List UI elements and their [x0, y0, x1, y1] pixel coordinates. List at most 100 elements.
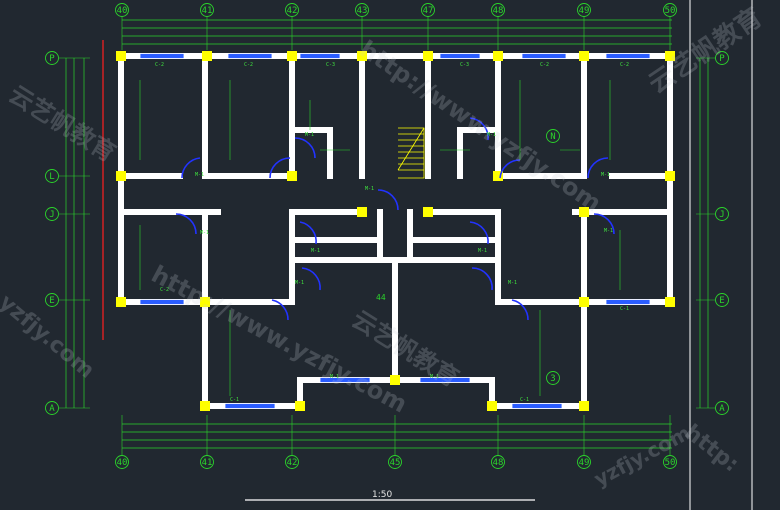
axis-bottom-49-5-label: 49 — [579, 458, 590, 468]
axis-left-P-label: P — [49, 54, 55, 64]
door-13 — [469, 117, 489, 141]
column-23 — [579, 401, 589, 411]
room-tag-0: C-2 — [155, 62, 164, 68]
room-tag-8: C-1 — [520, 397, 529, 403]
room-tag-1: C-2 — [244, 62, 253, 68]
axis-right-E-label: E — [719, 296, 724, 306]
column-18 — [665, 297, 675, 307]
axis-bottom-48-4-label: 48 — [493, 458, 504, 468]
axis-top-48-5: 48 — [491, 3, 505, 17]
door-2 — [499, 159, 521, 179]
door-3 — [587, 157, 609, 179]
room-tag-15: M-1 — [601, 172, 610, 178]
door-8 — [301, 267, 321, 291]
scale-label: 1:50 — [372, 490, 392, 500]
room-tag-11: M-1 — [430, 374, 439, 380]
door-11 — [271, 299, 289, 321]
axis-top-49-6-label: 49 — [579, 6, 590, 16]
axis-leaders — [59, 17, 715, 455]
door-4 — [175, 213, 197, 235]
room-tag-16: M-1 — [200, 230, 209, 236]
window-1 — [227, 53, 273, 59]
axis-top-40-0: 40 — [115, 3, 129, 17]
column-20 — [295, 401, 305, 411]
axis-bottom-48-4: 48 — [491, 455, 505, 469]
door-9 — [471, 267, 493, 291]
doors — [175, 117, 615, 321]
room-tag-21: M-1 — [508, 280, 517, 286]
column-6 — [579, 51, 589, 61]
axis-left-A: A — [45, 401, 59, 415]
axis-right-J: J — [715, 207, 729, 221]
room-tag-5: C-2 — [620, 62, 629, 68]
door-5 — [593, 213, 615, 235]
axis-top-43-3-label: 43 — [357, 6, 368, 16]
dimension-left — [65, 58, 85, 408]
dimension-right — [699, 58, 709, 408]
axis-left-J-label: J — [49, 210, 54, 220]
axis-left-L: L — [45, 169, 59, 183]
axis-right-A: A — [715, 401, 729, 415]
door-6 — [299, 221, 317, 245]
room-tag-14: M-1 — [487, 132, 496, 138]
axis-marker-N: N — [546, 129, 560, 143]
window-9 — [511, 403, 563, 409]
column-12 — [357, 207, 367, 217]
column-9 — [287, 171, 297, 181]
center-label: 44 — [376, 293, 386, 302]
axis-top-43-3: 43 — [355, 3, 369, 17]
column-7 — [665, 51, 675, 61]
door-7 — [469, 221, 489, 245]
axis-bottom-41-1: 41 — [200, 455, 214, 469]
dimension-top — [122, 19, 672, 45]
axis-bottom-45-3: 45 — [388, 455, 402, 469]
window-2 — [521, 53, 567, 59]
room-tag-12: M-1 — [195, 172, 204, 178]
stairs — [397, 127, 425, 179]
axis-right-E: E — [715, 293, 729, 307]
axis-top-41-1: 41 — [200, 3, 214, 17]
window-7 — [605, 299, 651, 305]
column-19 — [200, 401, 210, 411]
axis-bottom-42-2-label: 42 — [287, 458, 298, 468]
axis-marker-3-label: 3 — [550, 374, 555, 384]
window-10 — [319, 377, 371, 383]
axis-right-P-label: P — [719, 54, 725, 64]
column-5 — [493, 51, 503, 61]
axis-left-E-label: E — [49, 296, 54, 306]
room-tag-4: C-2 — [540, 62, 549, 68]
room-tag-3: C-3 — [460, 62, 469, 68]
axis-left-L-label: L — [49, 172, 54, 182]
room-tag-13: M-1 — [305, 132, 314, 138]
column-15 — [116, 297, 126, 307]
axis-right-A-label: A — [719, 404, 725, 414]
door-10 — [377, 189, 399, 211]
column-11 — [665, 171, 675, 181]
axis-top-47-4: 47 — [421, 3, 435, 17]
window-3 — [605, 53, 651, 59]
axis-bottom-41-1-label: 41 — [202, 458, 213, 468]
column-21 — [390, 375, 400, 385]
axis-left-E: E — [45, 293, 59, 307]
axis-left-J: J — [45, 207, 59, 221]
axis-bottom-50-6: 50 — [663, 455, 677, 469]
room-tag-6: C-2 — [160, 287, 169, 293]
column-1 — [202, 51, 212, 61]
axis-bottom-40-0: 40 — [115, 455, 129, 469]
axis-left-A-label: A — [49, 404, 55, 414]
column-22 — [487, 401, 497, 411]
window-6 — [139, 299, 185, 305]
axis-top-47-4-label: 47 — [423, 6, 434, 16]
axis-right-J-label: J — [719, 210, 724, 220]
door-12 — [511, 299, 529, 321]
column-14 — [579, 207, 589, 217]
column-2 — [287, 51, 297, 61]
column-8 — [116, 171, 126, 181]
window-0 — [139, 53, 185, 59]
window-11 — [419, 377, 471, 383]
column-0 — [116, 51, 126, 61]
